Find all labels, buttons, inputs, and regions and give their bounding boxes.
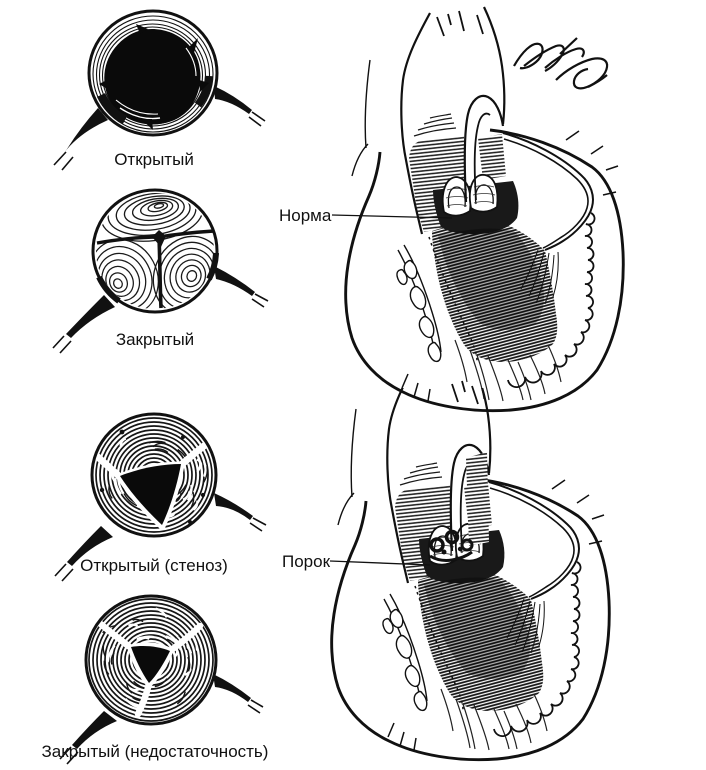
svg-text:Норма: Норма xyxy=(279,206,332,225)
svg-text:Открытый (стеноз): Открытый (стеноз) xyxy=(80,556,228,575)
svg-text:Порок: Порок xyxy=(282,552,331,571)
svg-text:Закрытый (недостаточность): Закрытый (недостаточность) xyxy=(42,742,269,761)
svg-text:Закрытый: Закрытый xyxy=(116,330,194,349)
svg-text:Открытый: Открытый xyxy=(114,150,194,169)
